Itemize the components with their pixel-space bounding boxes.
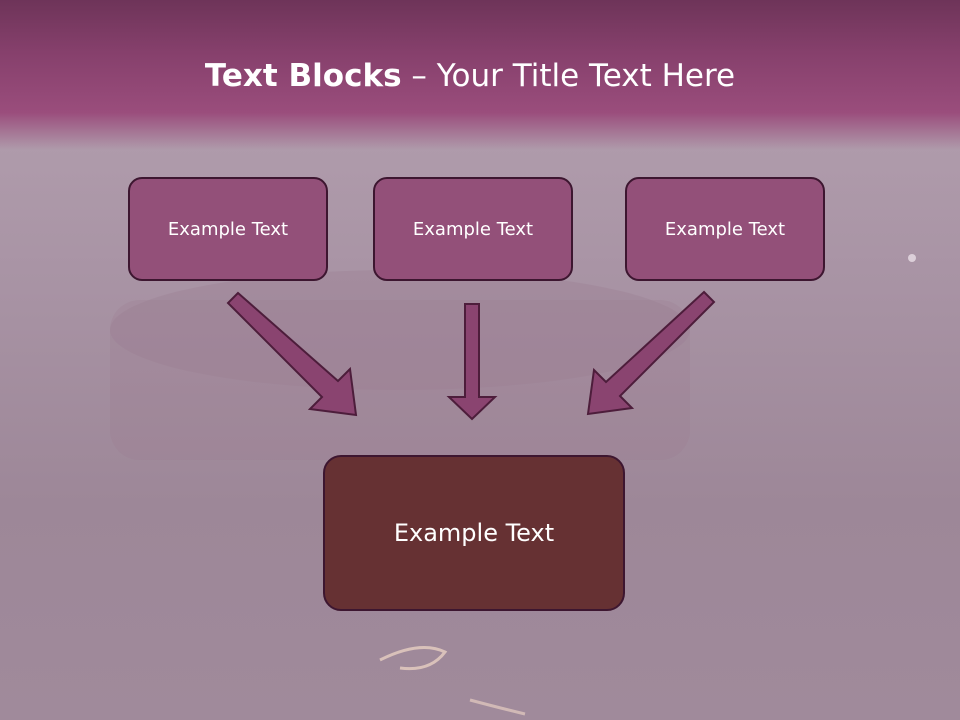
arrow-left	[226, 291, 358, 417]
title-dash: –	[401, 58, 437, 94]
text-block-right-label: Example Text	[664, 218, 786, 240]
arrow-center	[446, 303, 498, 421]
text-block-right[interactable]: Example Text	[625, 177, 825, 281]
title-bold: Text Blocks	[204, 58, 402, 94]
header-band	[0, 0, 960, 150]
arrow-right	[586, 290, 716, 416]
title-rest: Your Title Text Here	[436, 58, 736, 94]
text-block-bottom-label: Example Text	[393, 519, 555, 547]
text-block-center-label: Example Text	[412, 218, 534, 240]
page-title: Text Blocks – Your Title Text Here	[0, 56, 940, 96]
text-block-bottom[interactable]: Example Text	[323, 455, 625, 611]
text-block-left-label: Example Text	[167, 218, 289, 240]
text-block-left[interactable]: Example Text	[128, 177, 328, 281]
text-block-center[interactable]: Example Text	[373, 177, 573, 281]
